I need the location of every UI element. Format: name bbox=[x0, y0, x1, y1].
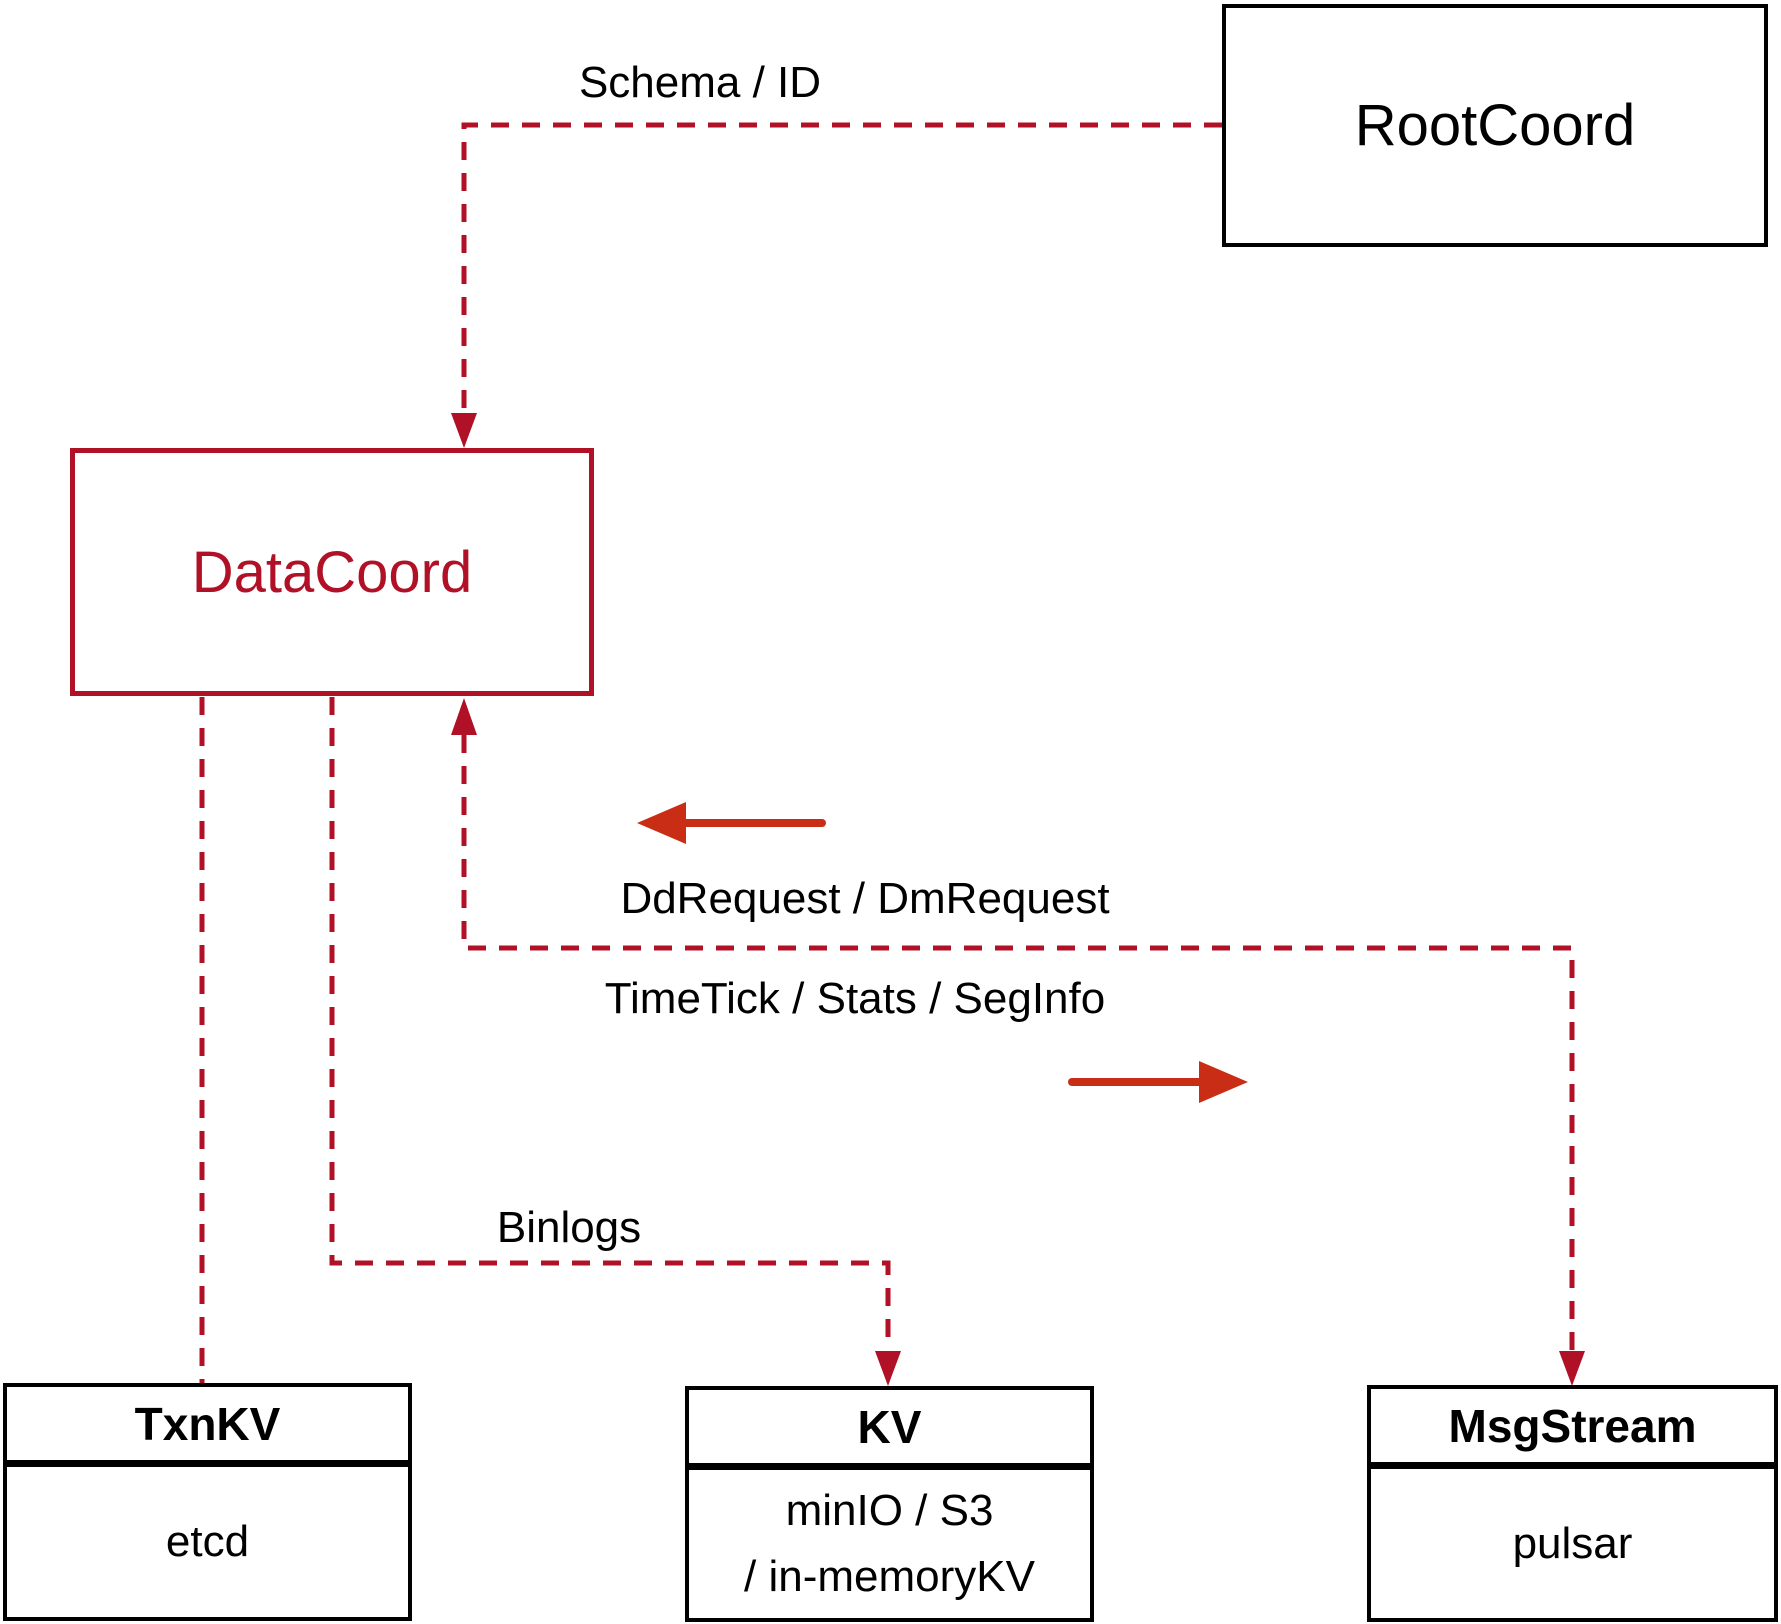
edge-label-ddrequest-dmrequest: DdRequest / DmRequest bbox=[620, 874, 1110, 923]
arrowhead-into-datacoord-bottom-icon bbox=[451, 698, 477, 735]
left-direction-arrow-icon bbox=[637, 802, 686, 844]
msgstream-body: pulsar bbox=[1371, 1469, 1774, 1618]
node-msgstream: MsgStream pulsar bbox=[1367, 1385, 1778, 1622]
edge-datacoord-msgstream bbox=[461, 735, 1575, 1350]
edge-label-schema-id: Schema / ID bbox=[578, 58, 822, 107]
edge-binlogs bbox=[329, 697, 891, 1350]
arrowhead-into-kv-top-icon bbox=[875, 1351, 901, 1386]
kv-body: minIO / S3 / in-memoryKV bbox=[689, 1470, 1090, 1618]
node-rootcoord: RootCoord bbox=[1222, 4, 1768, 247]
kv-title: KV bbox=[689, 1390, 1090, 1470]
kv-subtitle-line1: minIO / S3 bbox=[785, 1486, 994, 1535]
edge-label-timetick-stats-seginfo: TimeTick / Stats / SegInfo bbox=[604, 974, 1106, 1023]
datacoord-label: DataCoord bbox=[191, 539, 473, 605]
edge-label-binlogs: Binlogs bbox=[496, 1203, 642, 1252]
txnkv-subtitle: etcd bbox=[165, 1517, 250, 1566]
msgstream-title: MsgStream bbox=[1371, 1389, 1774, 1469]
arrowhead-into-msgstream-top-icon bbox=[1559, 1351, 1585, 1386]
rootcoord-label: RootCoord bbox=[1354, 93, 1636, 158]
msgstream-subtitle: pulsar bbox=[1512, 1518, 1633, 1568]
node-datacoord: DataCoord bbox=[70, 448, 594, 696]
node-txnkv: TxnKV etcd bbox=[3, 1383, 412, 1621]
kv-subtitle-line2: / in-memoryKV bbox=[744, 1552, 1035, 1601]
edge-schema-id bbox=[461, 122, 1222, 410]
node-kv: KV minIO / S3 / in-memoryKV bbox=[685, 1386, 1094, 1622]
right-direction-arrow-icon bbox=[1199, 1061, 1248, 1103]
arrowhead-into-datacoord-top-icon bbox=[451, 413, 477, 448]
txnkv-body: etcd bbox=[7, 1467, 408, 1617]
txnkv-title: TxnKV bbox=[7, 1387, 408, 1467]
